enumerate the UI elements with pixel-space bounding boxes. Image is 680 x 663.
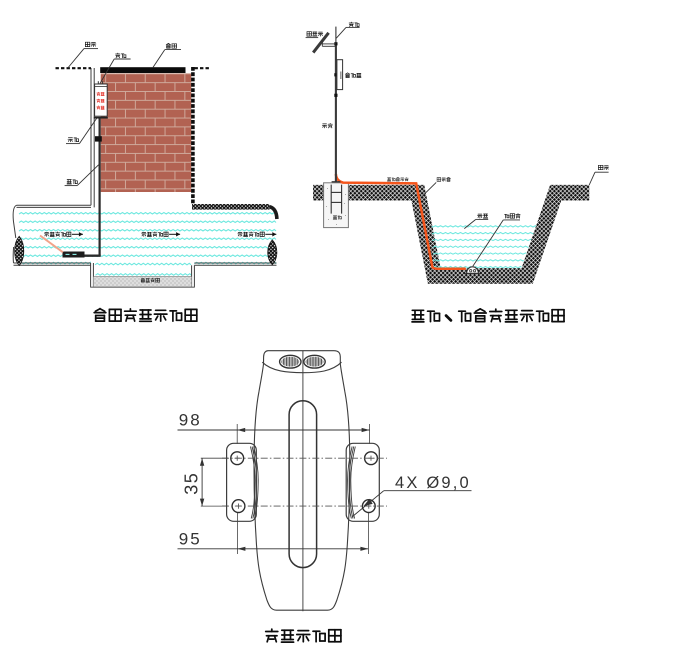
svg-text:35: 35 <box>182 472 202 495</box>
svg-text:98: 98 <box>179 411 202 430</box>
svg-text:95: 95 <box>179 529 202 548</box>
svg-text:4X Ø9,0: 4X Ø9,0 <box>395 474 471 492</box>
